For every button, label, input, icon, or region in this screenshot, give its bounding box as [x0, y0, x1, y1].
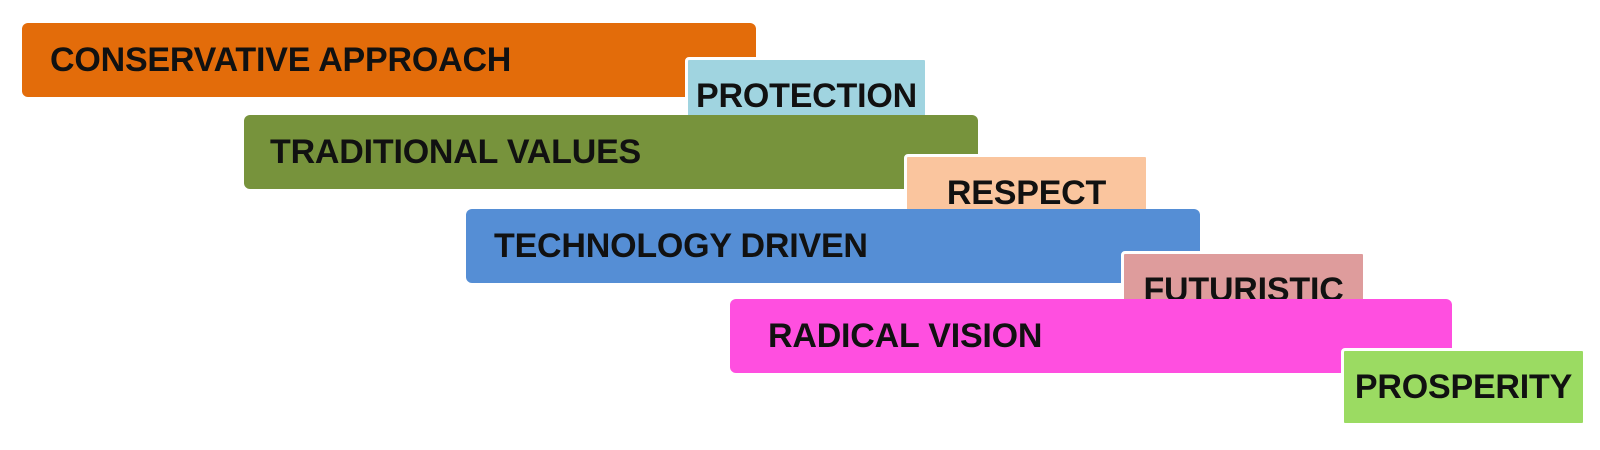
bar-label: TRADITIONAL VALUES	[270, 133, 642, 171]
bar-conservative-approach: CONSERVATIVE APPROACH	[22, 23, 756, 97]
bar-technology-driven: TECHNOLOGY DRIVEN	[466, 209, 1200, 283]
bar-label: RADICAL VISION	[768, 317, 1043, 355]
bar-label: CONSERVATIVE APPROACH	[50, 41, 512, 79]
bar-label: TECHNOLOGY DRIVEN	[494, 227, 868, 265]
bar-traditional-values: TRADITIONAL VALUES	[244, 115, 978, 189]
bar-radical-vision: RADICAL VISION	[730, 299, 1452, 373]
tag-prosperity: PROSPERITY	[1341, 348, 1586, 426]
